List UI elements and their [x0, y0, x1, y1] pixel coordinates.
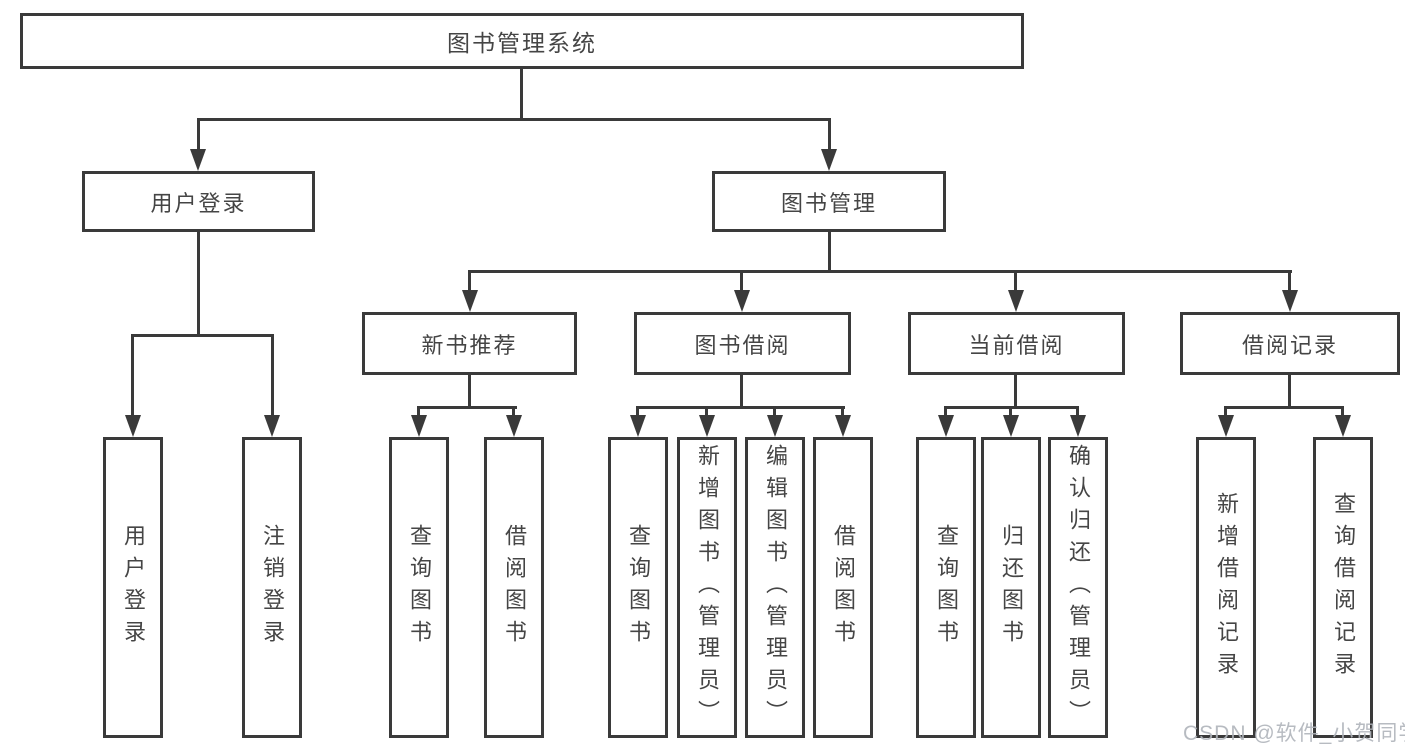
- node-leaf-confirm-return-admin: 确认归还（管理员）: [1048, 437, 1108, 738]
- connector-line: [197, 230, 200, 337]
- node-leaf-borrow-books: 借阅图书: [484, 437, 544, 738]
- arrow-down-icon: [1335, 415, 1351, 437]
- connector-line: [468, 270, 471, 294]
- arrow-down-icon: [1282, 290, 1298, 312]
- node-book-management: 图书管理: [712, 171, 946, 232]
- node-borrowing-records: 借阅记录: [1180, 312, 1400, 375]
- node-new-book-recommend: 新书推荐: [362, 312, 577, 375]
- arrow-down-icon: [630, 415, 646, 437]
- arrow-down-icon: [1070, 415, 1086, 437]
- connector-line: [512, 406, 515, 418]
- connector-line: [1014, 270, 1017, 294]
- node-leaf-user-login: 用户登录: [103, 437, 163, 738]
- connector-line: [131, 334, 134, 420]
- connector-line: [418, 406, 517, 409]
- node-leaf-query-borrow-record: 查询借阅记录: [1313, 437, 1373, 738]
- arrow-down-icon: [699, 415, 715, 437]
- arrow-down-icon: [125, 415, 141, 437]
- node-leaf-query-books: 查询图书: [389, 437, 449, 738]
- connector-line: [1009, 406, 1012, 418]
- arrow-down-icon: [1003, 415, 1019, 437]
- node-leaf-logout: 注销登录: [242, 437, 302, 738]
- connector-line: [1224, 406, 1227, 418]
- connector-line: [197, 118, 831, 121]
- connector-line: [197, 118, 200, 155]
- arrow-down-icon: [835, 415, 851, 437]
- connector-line: [468, 373, 471, 409]
- arrow-down-icon: [1218, 415, 1234, 437]
- connector-line: [1076, 406, 1079, 418]
- node-book-borrowing: 图书借阅: [634, 312, 851, 375]
- node-root-library-system: 图书管理系统: [20, 13, 1024, 69]
- connector-line: [131, 334, 274, 337]
- connector-line: [740, 373, 743, 409]
- connector-line: [1224, 406, 1344, 409]
- arrow-down-icon: [264, 415, 280, 437]
- connector-line: [841, 406, 844, 418]
- arrow-down-icon: [1008, 290, 1024, 312]
- connector-line: [828, 118, 831, 155]
- connector-line: [828, 230, 831, 273]
- connector-line: [1341, 406, 1344, 418]
- connector-line: [705, 406, 708, 418]
- node-leaf-borrow-books: 借阅图书: [813, 437, 873, 738]
- connector-line: [773, 406, 776, 418]
- connector-line: [417, 406, 420, 418]
- node-leaf-add-borrow-record: 新增借阅记录: [1196, 437, 1256, 738]
- connector-line: [468, 270, 1292, 273]
- arrow-down-icon: [938, 415, 954, 437]
- arrow-down-icon: [462, 290, 478, 312]
- node-leaf-return-books: 归还图书: [981, 437, 1041, 738]
- arrow-down-icon: [506, 415, 522, 437]
- node-leaf-edit-books-admin: 编辑图书（管理员）: [745, 437, 805, 738]
- connector-line: [1014, 373, 1017, 409]
- connector-line: [271, 334, 274, 420]
- arrow-down-icon: [411, 415, 427, 437]
- arrow-down-icon: [821, 149, 837, 171]
- connector-line: [636, 406, 845, 409]
- node-leaf-query-books: 查询图书: [608, 437, 668, 738]
- connector-line: [944, 406, 947, 418]
- node-leaf-query-books: 查询图书: [916, 437, 976, 738]
- node-leaf-add-books-admin: 新增图书（管理员）: [677, 437, 737, 738]
- connector-line: [1288, 270, 1291, 294]
- arrow-down-icon: [190, 149, 206, 171]
- csdn-watermark: CSDN @软件_小贺同学: [1183, 722, 1405, 745]
- connector-line: [520, 67, 523, 121]
- node-user-login: 用户登录: [82, 171, 315, 232]
- connector-line: [1288, 373, 1291, 409]
- arrow-down-icon: [734, 290, 750, 312]
- node-current-borrowing: 当前借阅: [908, 312, 1125, 375]
- connector-line: [636, 406, 639, 418]
- connector-line: [740, 270, 743, 294]
- arrow-down-icon: [767, 415, 783, 437]
